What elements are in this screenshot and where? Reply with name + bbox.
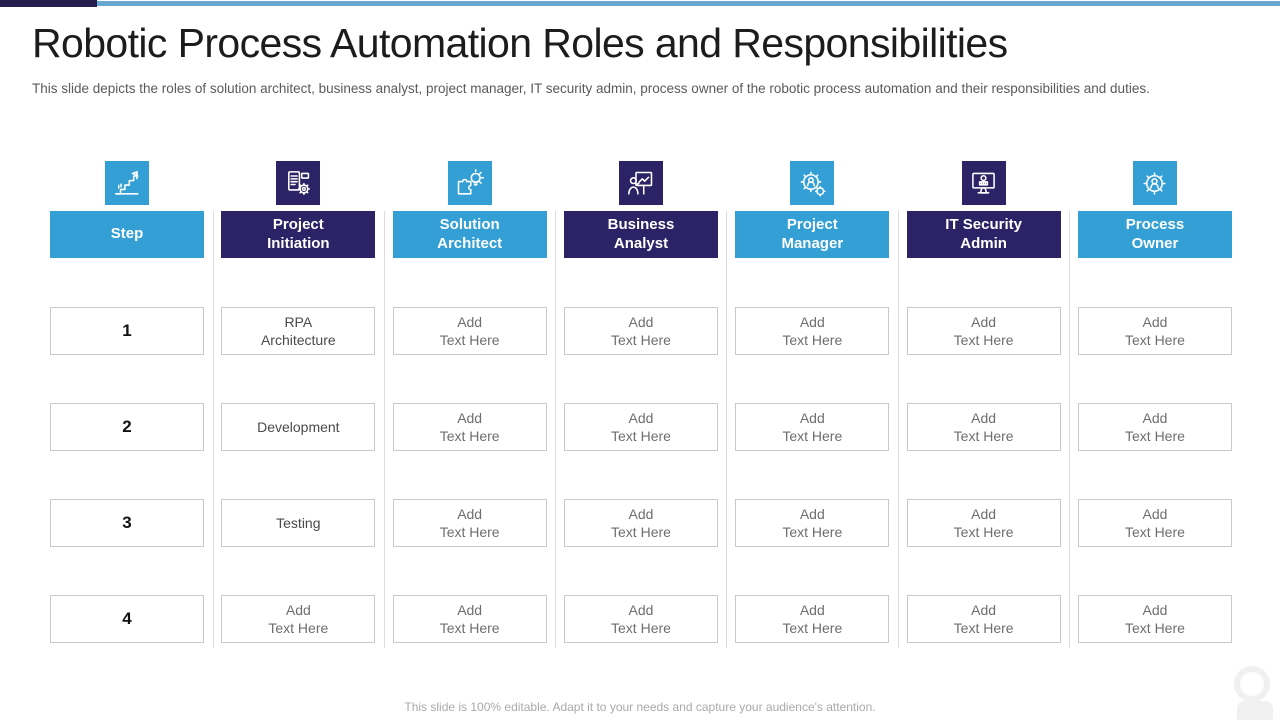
- column-header: Step: [50, 211, 204, 258]
- placeholder-text-cell[interactable]: Add Text Here: [221, 595, 376, 643]
- column-header: Project Manager: [735, 211, 890, 258]
- column-header: Business Analyst: [563, 211, 718, 258]
- step-cell[interactable]: 4: [50, 595, 204, 643]
- column-header: Solution Architect: [392, 211, 547, 258]
- text-cell[interactable]: RPA Architecture: [221, 307, 376, 355]
- column-cells: 1 2 3 4: [50, 307, 204, 643]
- placeholder-text-cell[interactable]: Add Text Here: [735, 595, 890, 643]
- column-divider: [898, 211, 899, 648]
- table-column: Step 1 2 3 4: [50, 161, 204, 643]
- column-header: Project Initiation: [221, 211, 376, 258]
- placeholder-text-cell[interactable]: Add Text Here: [1077, 307, 1232, 355]
- step-cell[interactable]: 1: [50, 307, 204, 355]
- step-cell[interactable]: 3: [50, 499, 204, 547]
- placeholder-text-cell[interactable]: Add Text Here: [1077, 595, 1232, 643]
- step-cell[interactable]: 2: [50, 403, 204, 451]
- top-bar-navy-segment: [0, 0, 97, 7]
- steps-flag-icon: [105, 161, 149, 205]
- presenter-board-icon: [618, 161, 663, 205]
- placeholder-text-cell[interactable]: Add Text Here: [735, 403, 890, 451]
- placeholder-text-cell[interactable]: Add Text Here: [392, 595, 547, 643]
- placeholder-text-cell[interactable]: Add Text Here: [906, 595, 1061, 643]
- placeholder-text-cell[interactable]: Add Text Here: [1077, 499, 1232, 547]
- column-divider: [726, 211, 727, 648]
- placeholder-text-cell[interactable]: Add Text Here: [735, 499, 890, 547]
- column-divider: [213, 211, 214, 648]
- column-header: Process Owner: [1077, 211, 1232, 258]
- person-watermark-icon: [1234, 666, 1270, 702]
- gear-person-icon: [790, 161, 835, 205]
- text-cell[interactable]: Development: [221, 403, 376, 451]
- placeholder-text-cell[interactable]: Add Text Here: [906, 307, 1061, 355]
- placeholder-text-cell[interactable]: Add Text Here: [1077, 403, 1232, 451]
- placeholder-text-cell[interactable]: Add Text Here: [906, 499, 1061, 547]
- slide-subtitle: This slide depicts the roles of solution…: [32, 81, 1150, 96]
- placeholder-text-cell[interactable]: Add Text Here: [906, 403, 1061, 451]
- text-cell[interactable]: Testing: [221, 499, 376, 547]
- placeholder-text-cell[interactable]: Add Text Here: [563, 595, 718, 643]
- top-bar-blue-segment: [97, 1, 1280, 6]
- monitor-user-icon: [961, 161, 1006, 205]
- page-title: Robotic Process Automation Roles and Res…: [32, 20, 1008, 66]
- placeholder-text-cell[interactable]: Add Text Here: [392, 307, 547, 355]
- placeholder-text-cell[interactable]: Add Text Here: [392, 499, 547, 547]
- placeholder-text-cell[interactable]: Add Text Here: [563, 403, 718, 451]
- column-divider: [555, 211, 556, 648]
- placeholder-text-cell[interactable]: Add Text Here: [563, 499, 718, 547]
- gear-user-icon: [1132, 161, 1177, 205]
- column-divider: [1069, 211, 1070, 648]
- column-header: IT Security Admin: [906, 211, 1061, 258]
- top-accent-bar: [0, 0, 1280, 7]
- document-gear-icon: [276, 161, 321, 205]
- placeholder-text-cell[interactable]: Add Text Here: [563, 307, 718, 355]
- puzzle-bulb-icon: [447, 161, 492, 205]
- placeholder-text-cell[interactable]: Add Text Here: [735, 307, 890, 355]
- footer-note: This slide is 100% editable. Adapt it to…: [404, 700, 876, 714]
- column-divider: [384, 211, 385, 648]
- placeholder-text-cell[interactable]: Add Text Here: [392, 403, 547, 451]
- person-watermark-icon: [1237, 701, 1273, 720]
